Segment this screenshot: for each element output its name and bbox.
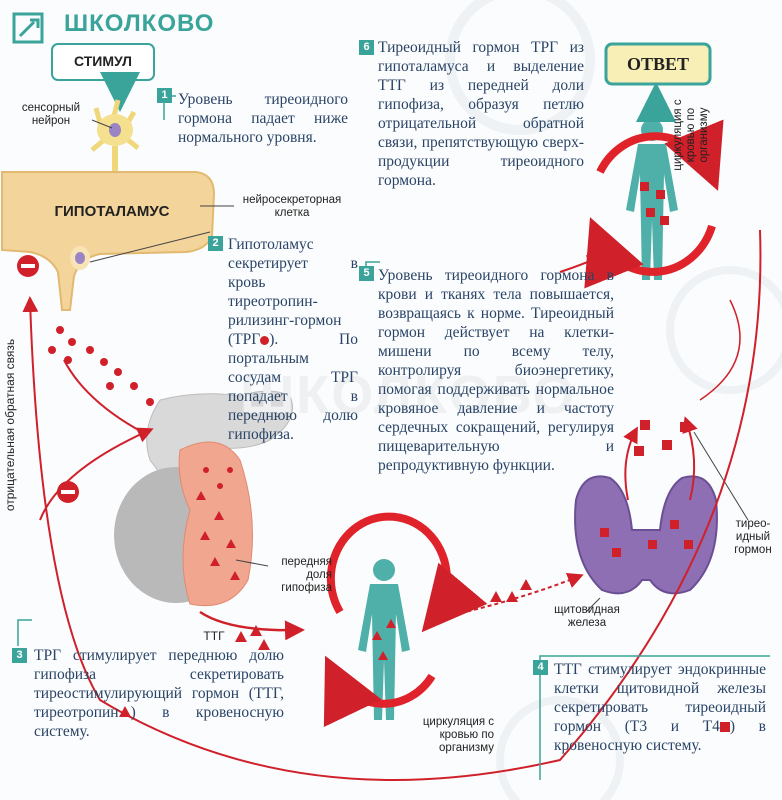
step-3-text: ТРГ стимулирует переднюю долю гипофиза с… bbox=[34, 646, 284, 741]
ttg-triangle-icon bbox=[118, 706, 131, 717]
logo-text: ШКОЛКОВО bbox=[64, 10, 215, 37]
step-6-number: 6 bbox=[359, 40, 374, 55]
minus-marker-2 bbox=[57, 481, 79, 503]
step-4-text: ТТГ стимулирует эндокринные клетки щитов… bbox=[554, 660, 766, 755]
thyroid-hormone-label: тирео-идный гормон bbox=[734, 518, 772, 556]
circulation-bottom-label: циркуляция с кровью по организму bbox=[422, 716, 494, 754]
step-1-number: 1 bbox=[157, 88, 172, 103]
body-figure-bottom bbox=[358, 559, 410, 720]
step-1-text: Уровень тиреоидного гормона падает ниже … bbox=[178, 91, 348, 146]
step-5-number: 5 bbox=[359, 266, 374, 281]
step-2-text: Гипотоламус секретирует в кровь тиреотро… bbox=[228, 235, 358, 444]
neurosecretory-cell-label: нейросекреторная клетка bbox=[242, 194, 342, 219]
t3-t4-square-icon bbox=[719, 722, 730, 733]
step-2-text-after: ). По портальным сосудам ТРГ попадает в … bbox=[228, 331, 358, 443]
thyroid-gland-label: щитовидная железа bbox=[554, 604, 620, 629]
step-2-number: 2 bbox=[208, 236, 223, 251]
trh-circle-icon bbox=[260, 335, 270, 345]
minus-marker-1 bbox=[17, 255, 39, 277]
sensory-neuron-label: сенсорный нейрон bbox=[21, 102, 81, 127]
step-4-number: 4 bbox=[533, 660, 548, 675]
thyroid-gland bbox=[574, 475, 718, 595]
watermark: ШКОЛКОВО bbox=[240, 365, 577, 425]
logo-icon bbox=[12, 12, 44, 44]
step-3-number: 3 bbox=[12, 648, 27, 663]
sensory-neuron-icon bbox=[90, 99, 140, 172]
circulation-top-label: циркуляция с кровью по организму bbox=[672, 99, 710, 171]
hypothalamus-label: ГИПОТАЛАМУС bbox=[54, 203, 170, 220]
step-2-text-before: Гипотоламус секретирует в кровь тиреотро… bbox=[228, 236, 358, 348]
answer-label: ОТВЕТ bbox=[626, 54, 690, 74]
anterior-pituitary-label: передняя доля гипофиза bbox=[281, 556, 332, 594]
step-3-text-after: ) в кровеносную систему. bbox=[34, 704, 284, 740]
hypothalamus-shape bbox=[1, 171, 216, 311]
step-4-text-before: ТТГ стимулирует эндокринные клетки щитов… bbox=[554, 661, 766, 735]
stimulus-label: СТИМУЛ bbox=[73, 53, 133, 69]
t3-t4-squares bbox=[634, 420, 690, 456]
negative-feedback-loop bbox=[22, 229, 762, 781]
step-3-text-before: ТРГ стимулирует переднюю долю гипофиза с… bbox=[34, 647, 284, 721]
ttg-label: ТТГ bbox=[203, 629, 225, 643]
step-5-text: Уровень тиреоидного гормона в крови и тк… bbox=[378, 267, 614, 474]
trh-dots bbox=[48, 326, 154, 406]
step-4-text-after: ) в кровеносную систему. bbox=[554, 718, 767, 754]
negative-feedback-label: отрицательная обратная связь bbox=[3, 338, 17, 512]
step-6-text: Тиреоидный гормон ТРГ из гипоталамуса и … bbox=[378, 39, 584, 189]
pituitary-gland bbox=[114, 390, 293, 607]
